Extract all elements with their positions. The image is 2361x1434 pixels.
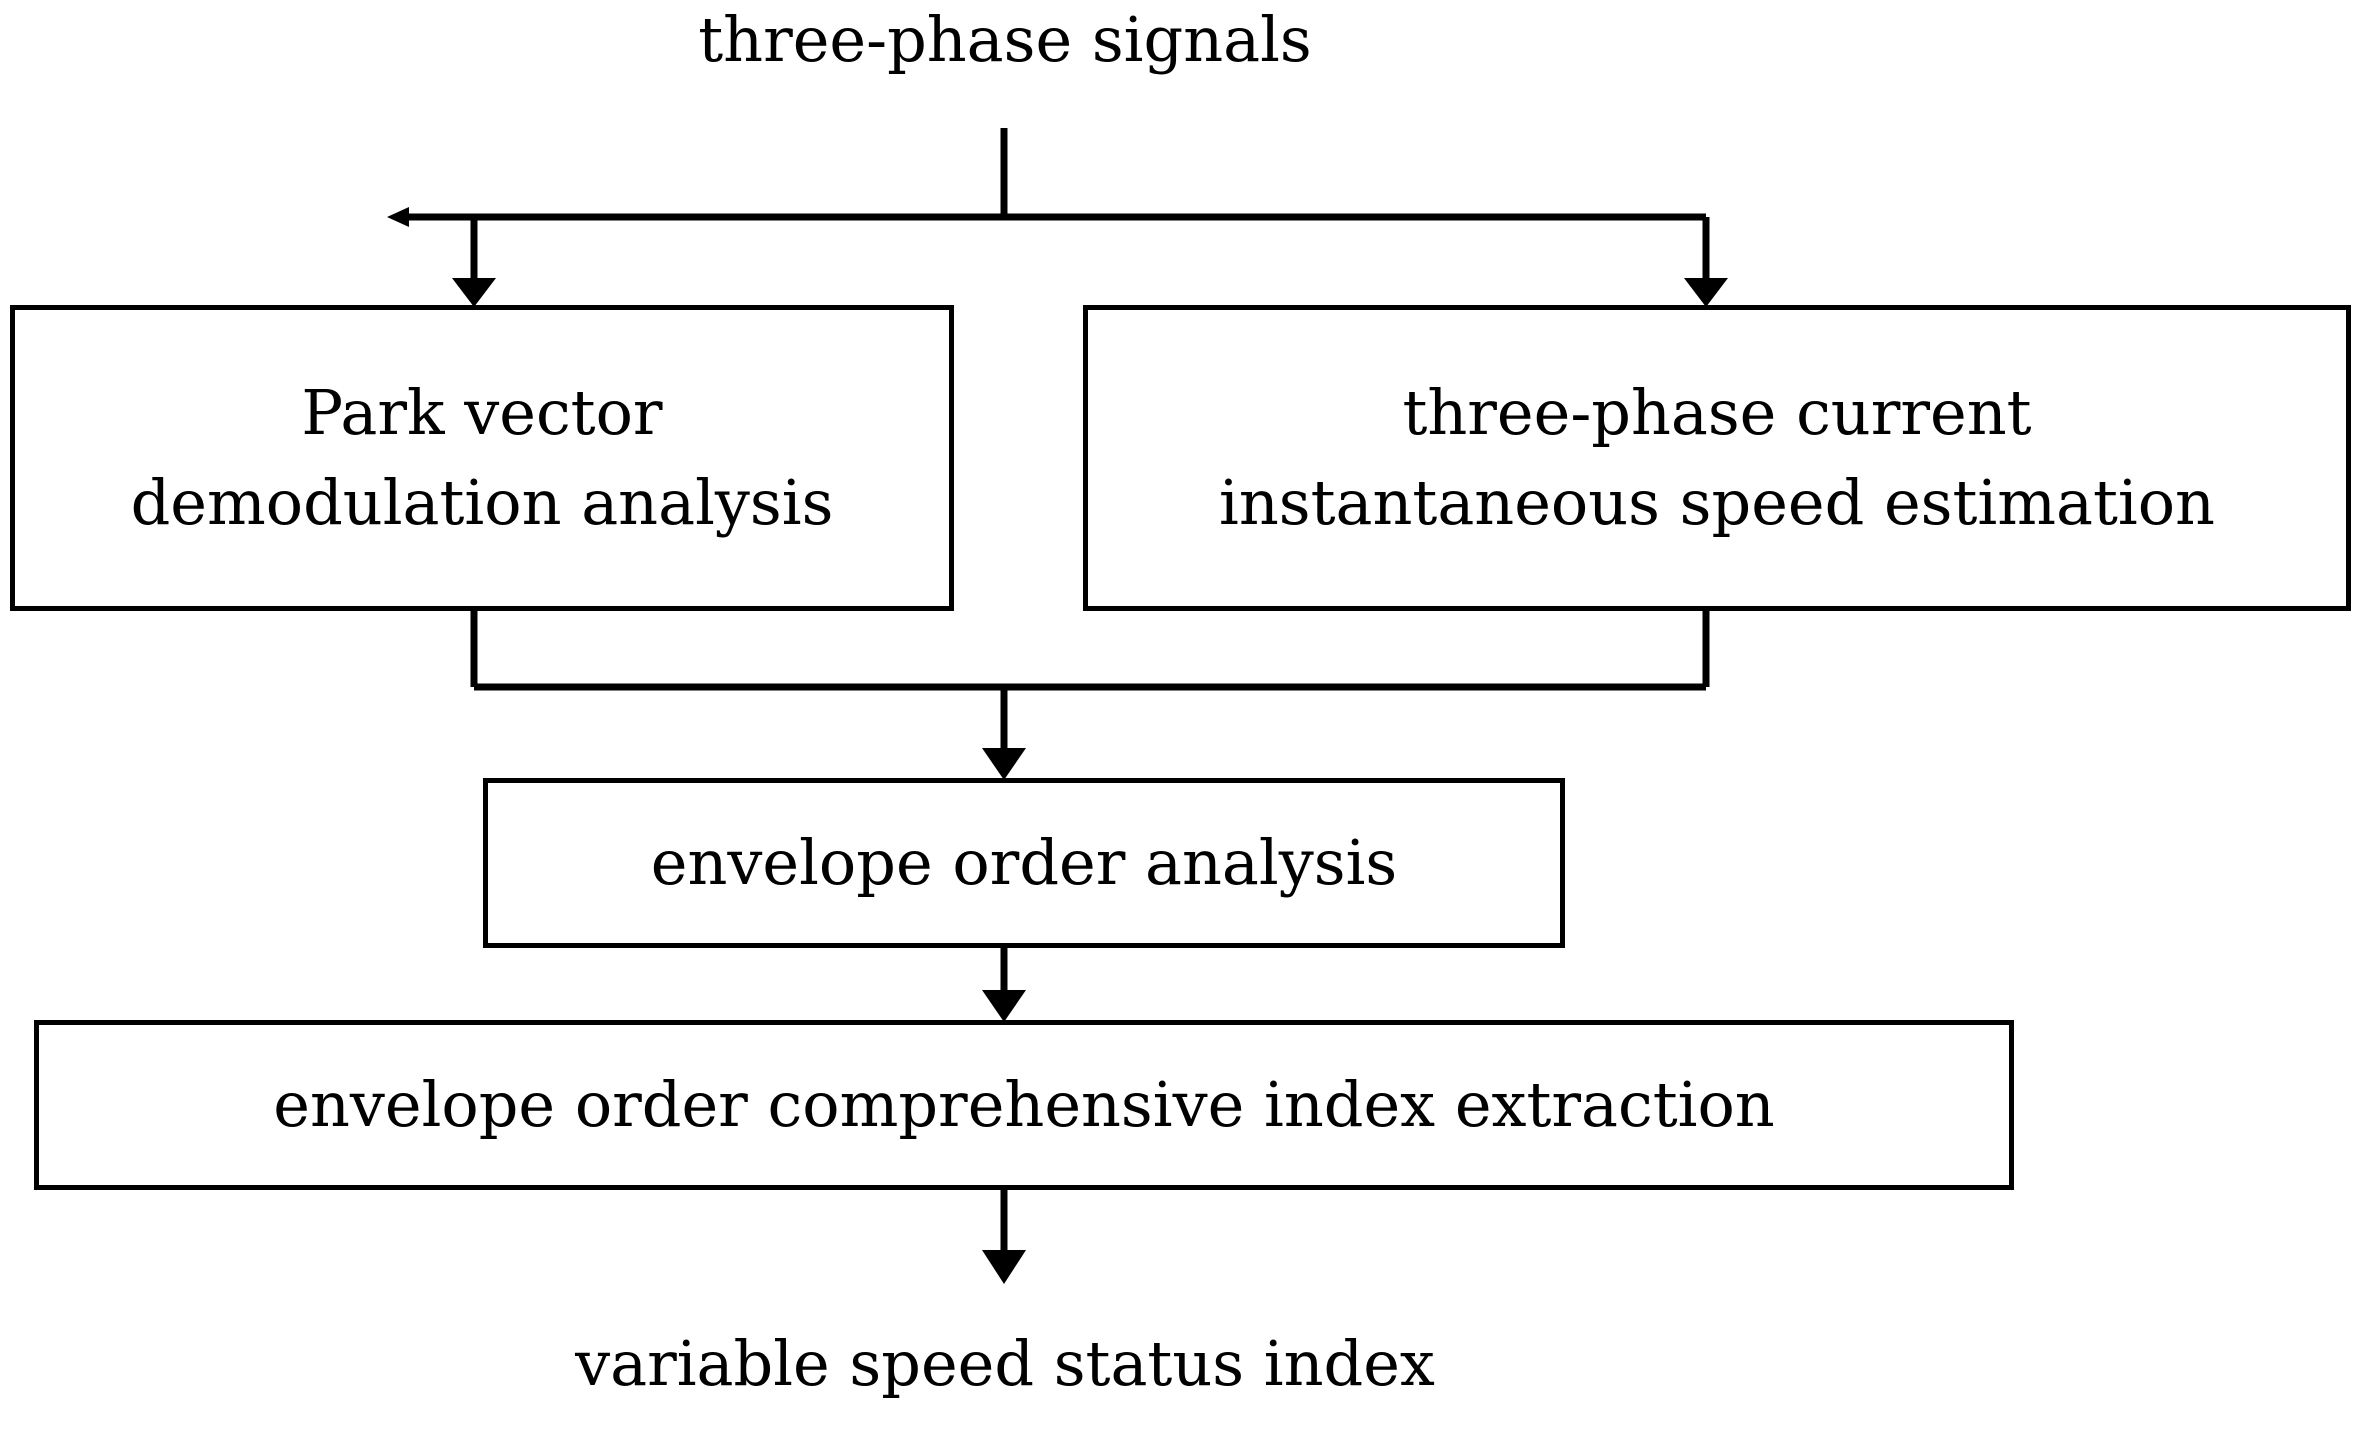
node-three-phase-current-instantaneous-speed-estimation[interactable]: three-phase current instantaneous speed … xyxy=(1083,305,2351,611)
node-envelope-order-analysis[interactable]: envelope order analysis xyxy=(483,778,1565,948)
edge-input-split-stem xyxy=(474,128,1706,221)
node-park-vector-line-2: demodulation analysis xyxy=(130,466,834,539)
node-park-vector-demodulation-analysis[interactable]: Park vector demodulation analysis xyxy=(10,305,954,611)
edge-envelope-order-to-index-extraction xyxy=(982,948,1026,1022)
node-variable-speed-status-index: variable speed status index xyxy=(575,1327,1435,1400)
edge-input-to-park-vector xyxy=(387,207,496,307)
node-speed-estimation-line-1: three-phase current xyxy=(1402,376,2032,450)
node-envelope-order-comprehensive-index-extraction[interactable]: envelope order comprehensive index extra… xyxy=(34,1020,2014,1190)
edge-input-to-speed-estimation xyxy=(1684,217,1728,307)
node-index-extraction-label: envelope order comprehensive index extra… xyxy=(273,1068,1775,1142)
node-park-vector-line-1: Park vector xyxy=(301,376,663,450)
edge-merge-to-envelope-order xyxy=(470,611,1710,780)
node-speed-estimation-line-2: instantaneous speed estimation xyxy=(1219,466,2215,539)
node-three-phase-signals: three-phase signals xyxy=(698,3,1312,76)
node-envelope-order-analysis-label: envelope order analysis xyxy=(650,826,1398,900)
edge-index-extraction-to-output xyxy=(982,1190,1026,1284)
